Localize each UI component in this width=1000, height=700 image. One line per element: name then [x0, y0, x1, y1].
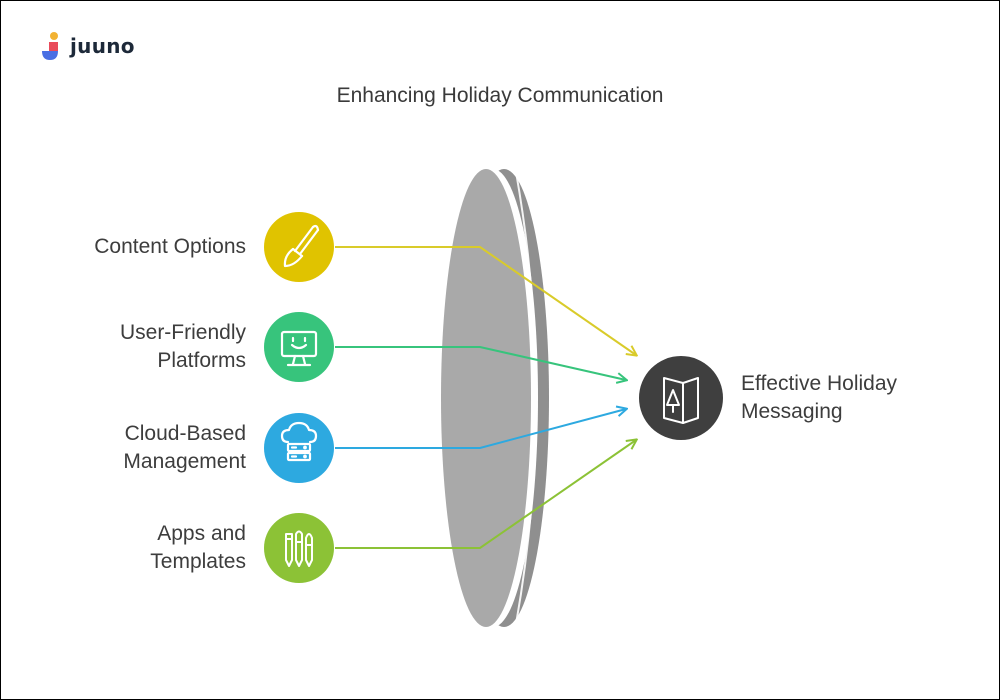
node-content-options [264, 212, 334, 282]
label-effective-holiday-messaging: Effective Holiday Messaging [741, 370, 981, 426]
lens-face [441, 169, 531, 627]
juuno-logo-icon [42, 32, 58, 60]
connectors [335, 246, 636, 549]
node-apps-and-templates [264, 513, 334, 583]
connector-cloud-based [335, 409, 626, 449]
label-line: Platforms [157, 349, 246, 372]
node-cloud-based-management [264, 413, 334, 483]
card-tree-icon [663, 377, 699, 424]
label-line: Cloud-Based [124, 422, 246, 445]
label-apps-and-templates: Apps and Templates [40, 520, 246, 576]
label-content-options: Content Options [94, 235, 246, 258]
paintbrush-icon [283, 224, 320, 268]
connector-content-options [335, 246, 636, 355]
node-effective-holiday-messaging [639, 356, 723, 440]
lens [441, 169, 549, 627]
pens-icon [285, 530, 313, 567]
label-line: Management [123, 450, 246, 473]
monitor-smile-icon [280, 330, 318, 367]
node-user-friendly-platforms [264, 312, 334, 382]
label-line: Templates [150, 550, 246, 573]
cloud-server-icon [280, 421, 318, 462]
brand-name: juuno [70, 34, 135, 58]
label-line: User-Friendly [119, 321, 246, 344]
connector-user-friendly [335, 346, 626, 380]
brand-logo: juuno [40, 31, 135, 61]
label-user-friendly-platforms: User-Friendly Platforms [40, 319, 246, 375]
label-line: Effective Holiday [741, 372, 898, 395]
diagram-title: Enhancing Holiday Communication [336, 84, 664, 107]
connector-apps-templates [335, 440, 636, 549]
label-line: Messaging [741, 400, 843, 423]
label-cloud-based-management: Cloud-Based Management [40, 420, 246, 476]
label-line: Apps and [157, 522, 246, 545]
